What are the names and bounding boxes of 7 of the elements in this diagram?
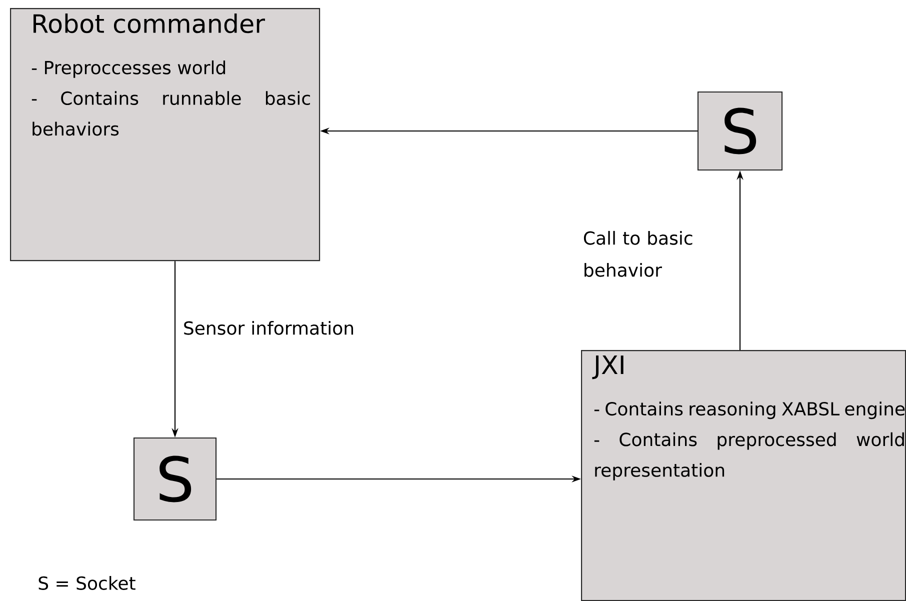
process-box: Robot commander - Preproccesses world - Contains runnable basic behaviors bbox=[10, 8, 320, 262]
process-box: JXI - Contains reasoning XABSL engine - Contains preprocessed world representation bbox=[581, 350, 906, 601]
edge-label: Call to basic behavior bbox=[584, 230, 692, 277]
edge-label: Sensor information bbox=[184, 320, 354, 335]
socket-box: S bbox=[133, 437, 217, 521]
legend-note: S = Socket bbox=[38, 576, 136, 590]
socket-box: S bbox=[697, 91, 783, 171]
